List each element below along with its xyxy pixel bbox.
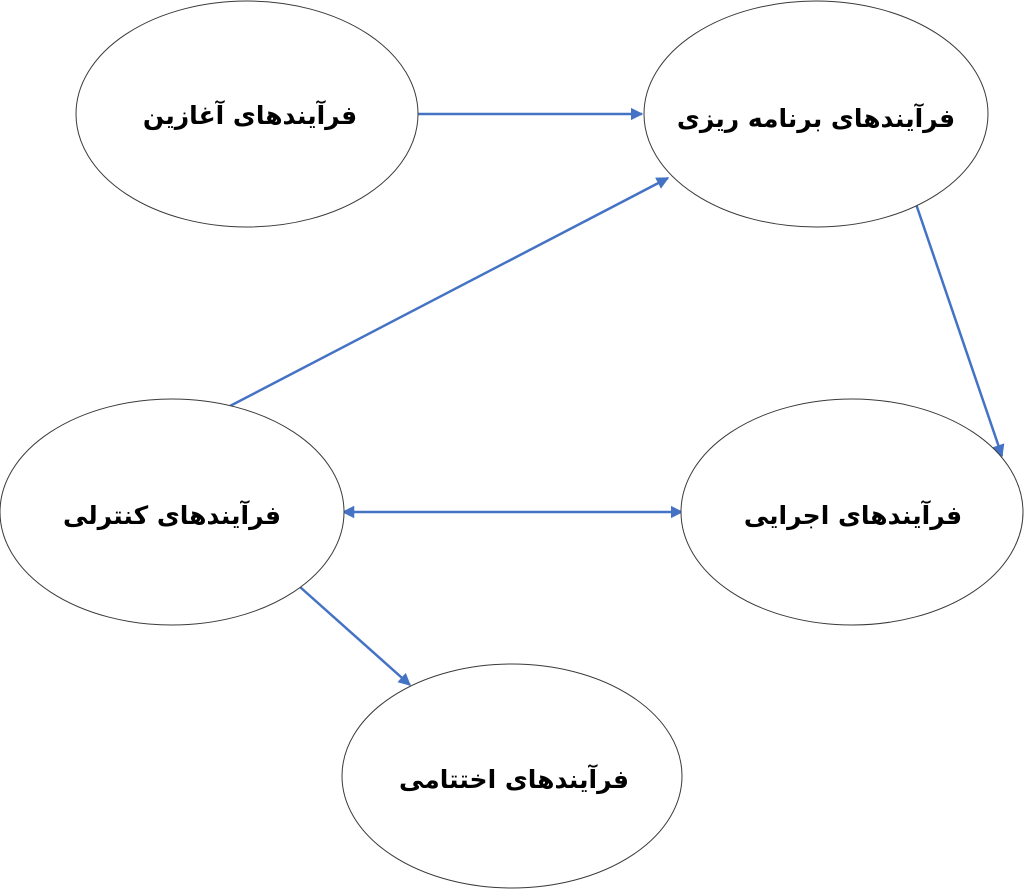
node-closing-ellipse	[341, 663, 683, 889]
node-executing: فرآیندهای اجرایی	[680, 398, 1024, 626]
edges	[229, 107, 1005, 686]
node-planning-ellipse	[643, 0, 989, 228]
node-planning: فرآیندهای برنامه ریزی	[643, 0, 989, 228]
node-closing-label: فرآیندهای اختتامی	[399, 764, 629, 795]
node-executing-label: فرآیندهای اجرایی	[744, 500, 962, 531]
node-planning-label: فرآیندهای برنامه ریزی	[677, 103, 955, 134]
node-controlling-ellipse	[0, 398, 345, 626]
node-controlling-label: فرآیندهای کنترلی	[63, 500, 281, 531]
node-controlling: فرآیندهای کنترلی	[0, 398, 345, 626]
edge-controlling-to-closing	[299, 586, 411, 686]
node-initiating: فرآیندهای آغازین	[75, 0, 419, 228]
node-executing-ellipse	[680, 398, 1024, 626]
edge-planning-to-executing	[914, 203, 1005, 458]
node-initiating-ellipse	[75, 0, 419, 228]
node-closing: فرآیندهای اختتامی	[341, 663, 683, 889]
edge-controlling-to-planning	[229, 176, 670, 408]
node-initiating-label: فرآیندهای آغازین	[143, 100, 357, 131]
